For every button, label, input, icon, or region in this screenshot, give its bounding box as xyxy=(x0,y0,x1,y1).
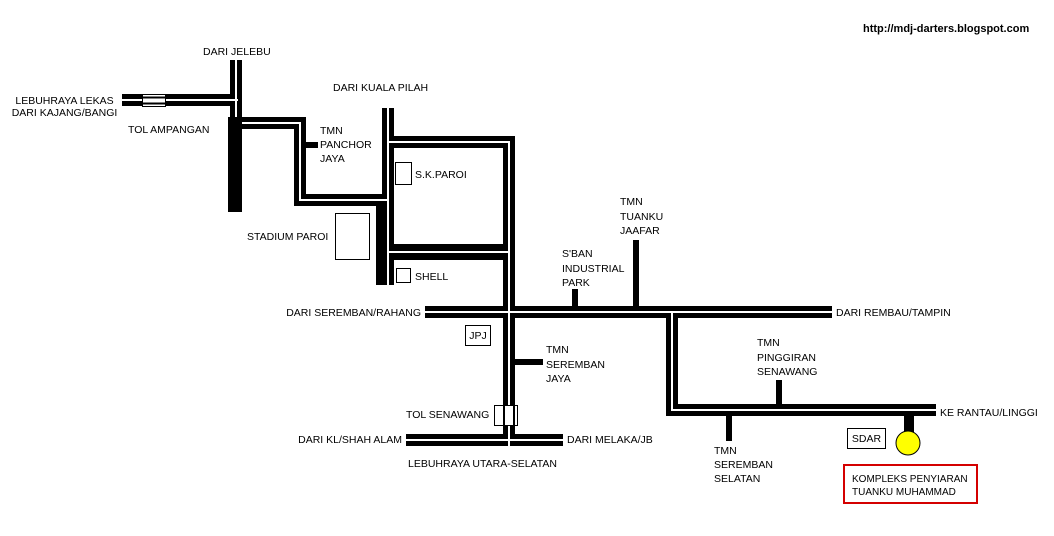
shell-station-building xyxy=(396,268,411,283)
label-shell: SHELL xyxy=(415,271,448,283)
road-destination-access xyxy=(904,414,914,434)
centerline-panchor-link xyxy=(242,122,388,201)
label-destination-line2: TUANKU MUHAMMAD xyxy=(852,487,956,498)
label-tmn-seremban-jaya-line1: TMN xyxy=(546,344,569,356)
label-dari-melaka-jb: DARI MELAKA/JB xyxy=(567,434,653,446)
label-tmn-pinggiran-senawang-line3: SENAWANG xyxy=(757,366,817,378)
label-dari-kl-shah-alam: DARI KL/SHAH ALAM xyxy=(298,434,402,446)
label-tmn-tuanku-jaafar-line2: TUANKU xyxy=(620,211,663,223)
centerline-senawang-link xyxy=(671,312,936,411)
label-lebuhraya-utara-selatan: LEBUHRAYA UTARA-SELATAN xyxy=(408,458,557,470)
road-dari-jelebu-lower xyxy=(228,117,242,212)
label-tmn-pinggiran-senawang-line2: PINGGIRAN xyxy=(757,352,816,364)
label-tol-senawang: TOL SENAWANG xyxy=(406,409,489,421)
label-sban-industrial-park-line3: PARK xyxy=(562,277,590,289)
label-dari-seremban-rahang: DARI SEREMBAN/RAHANG xyxy=(286,307,421,319)
label-tmn-tuanku-jaafar-line1: TMN xyxy=(620,196,643,208)
label-tmn-seremban-selatan-line1: TMN xyxy=(714,445,737,457)
label-jpj: JPJ xyxy=(469,330,487,342)
label-tmn-panchor-jaya-line3: JAYA xyxy=(320,153,345,165)
label-tmn-tuanku-jaafar-line3: JAAFAR xyxy=(620,225,660,237)
centerline-paroi-loop-and-trunk xyxy=(388,141,510,446)
label-tmn-seremban-jaya-line3: JAYA xyxy=(546,373,571,385)
label-tmn-seremban-jaya-line2: SEREMBAN xyxy=(546,359,605,371)
sk-paroi-building xyxy=(395,162,412,185)
label-sban-industrial-park-line2: INDUSTRIAL xyxy=(562,263,625,275)
label-lebuhraya-lekas-line1: LEBUHRAYA LEKAS xyxy=(15,95,113,107)
toll-senawang-marker xyxy=(494,405,518,426)
road-centerlines xyxy=(122,60,936,446)
blog-url: http://mdj-darters.blogspot.com xyxy=(863,23,1029,35)
label-tmn-pinggiran-senawang-line1: TMN xyxy=(757,337,780,349)
label-tmn-seremban-selatan-line2: SEREMBAN xyxy=(714,459,773,471)
sdar-box xyxy=(847,428,886,449)
destination-box xyxy=(843,464,978,504)
label-ke-rantau-linggi: KE RANTAU/LINGGI xyxy=(940,407,1038,419)
toll-ampangan-box xyxy=(142,94,166,107)
label-destination-line1: KOMPLEKS PENYIARAN xyxy=(852,474,968,485)
label-tol-ampangan: TOL AMPANGAN xyxy=(128,124,210,136)
road-kuala-pilah-shoulder xyxy=(376,200,384,285)
label-lebuhraya-lekas-line2: DARI KAJANG/BANGI xyxy=(12,107,118,119)
label-sban-industrial-park-line1: S'BAN xyxy=(562,248,593,260)
destination-marker xyxy=(895,430,921,456)
label-dari-rembau-tampin: DARI REMBAU/TAMPIN xyxy=(836,307,951,319)
side-road-stubs xyxy=(306,142,782,441)
stadium-paroi-building xyxy=(335,213,370,260)
label-sdar: SDAR xyxy=(852,433,882,445)
label-sk-paroi: S.K.PAROI xyxy=(415,169,467,181)
label-tmn-panchor-jaya-line2: PANCHOR xyxy=(320,139,372,151)
label-dari-kuala-pilah: DARI KUALA PILAH xyxy=(333,82,428,94)
jpj-box xyxy=(465,325,491,346)
label-tmn-panchor-jaya-line1: TMN xyxy=(320,125,343,137)
label-stadium-paroi: STADIUM PAROI xyxy=(247,231,328,243)
toll-ampangan-marker xyxy=(142,94,166,107)
toll-senawang-box xyxy=(494,405,518,426)
label-dari-jelebu: DARI JELEBU xyxy=(203,46,271,58)
label-tmn-seremban-selatan-line3: SELATAN xyxy=(714,473,760,485)
